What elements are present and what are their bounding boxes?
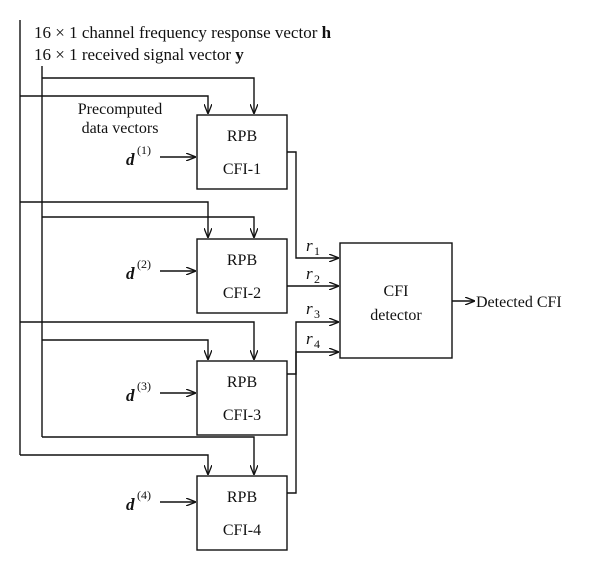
y-feed-block-2: [42, 216, 254, 237]
y-feed-block-1: [42, 77, 254, 113]
rpb-block-1-title: RPB: [227, 128, 257, 145]
input-d4: d (4): [126, 488, 195, 514]
output-r1-label: r 1: [306, 236, 320, 258]
rpb-block-4-title: RPB: [227, 489, 257, 506]
svg-text:3: 3: [314, 307, 320, 321]
svg-text:1: 1: [314, 244, 320, 258]
input-d3-symbol: d: [126, 386, 135, 405]
input-d1-superscript: (1): [137, 143, 151, 157]
input-d2-superscript: (2): [137, 257, 151, 271]
input-d3-superscript: (3): [137, 379, 151, 393]
svg-text:4: 4: [314, 337, 320, 351]
input-d1-symbol: d: [126, 150, 135, 169]
cfi-detector-block: CFI detector: [339, 242, 453, 359]
y-feed-block-4: [42, 436, 254, 474]
h-feed-block-1: [20, 95, 208, 113]
detected-cfi-label: Detected CFI: [476, 294, 562, 311]
h-vector-caption: 16 × 1 channel frequency response vector…: [34, 23, 332, 42]
precomputed-label-line1: Precomputed: [78, 101, 162, 118]
rpb-block-2: RPB CFI-2: [196, 238, 288, 314]
input-d3: d (3): [126, 379, 195, 405]
rpb-block-3-title: RPB: [227, 374, 257, 391]
cfi-detector-line2: detector: [370, 307, 422, 324]
rpb-block-3-name: CFI-3: [223, 407, 261, 424]
rpb-block-4-name: CFI-4: [223, 522, 261, 539]
svg-text:r: r: [306, 299, 313, 318]
rpb-block-2-title: RPB: [227, 252, 257, 269]
h-feed-block-4: [20, 454, 208, 474]
output-r3-line: [287, 322, 338, 375]
output-r2-label: r 2: [306, 264, 320, 286]
rpb-block-1-name: CFI-1: [223, 161, 261, 178]
y-vector-caption: 16 × 1 received signal vector y: [34, 45, 244, 64]
rpb-block-3: RPB CFI-3: [196, 360, 288, 436]
y-feed-block-3: [42, 339, 208, 359]
svg-text:r: r: [306, 236, 313, 255]
rpb-block-1: RPB CFI-1: [196, 114, 288, 190]
input-d1: d (1): [126, 143, 195, 169]
precomputed-label-line2: data vectors: [82, 120, 159, 137]
h-feed-block-3: [20, 321, 254, 359]
output-r1-line: [287, 151, 338, 258]
y-vector-symbol: y: [235, 45, 244, 64]
output-r3-label: r 3: [306, 299, 320, 321]
input-d2-symbol: d: [126, 264, 135, 283]
svg-text:r: r: [306, 329, 313, 348]
input-d4-superscript: (4): [137, 488, 151, 502]
svg-text:r: r: [306, 264, 313, 283]
rpb-block-2-name: CFI-2: [223, 285, 261, 302]
input-d4-symbol: d: [126, 495, 135, 514]
rpb-block-4: RPB CFI-4: [196, 475, 288, 551]
h-vector-symbol: h: [322, 23, 332, 42]
output-r4-line: [287, 352, 338, 494]
cfi-detector-line1: CFI: [384, 283, 409, 300]
input-d2: d (2): [126, 257, 195, 283]
svg-text:2: 2: [314, 272, 320, 286]
h-feed-block-2: [20, 201, 208, 237]
output-r4-label: r 4: [306, 329, 320, 351]
